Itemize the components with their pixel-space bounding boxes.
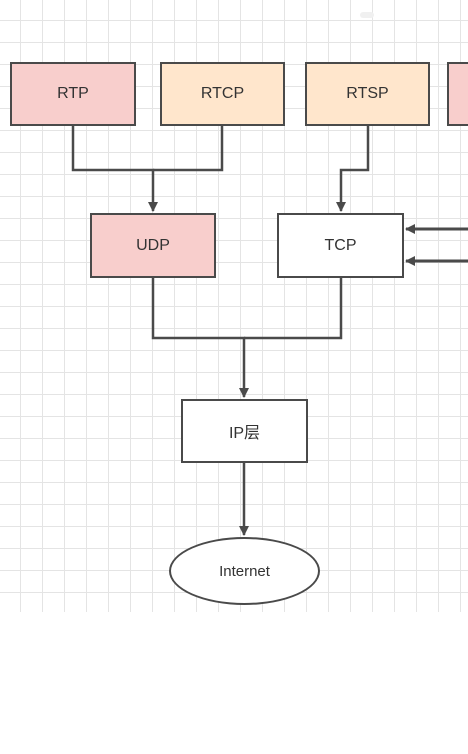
node-tcp-label: TCP [324,236,357,254]
node-internet-label: Internet [219,562,270,580]
node-tcp: TCP [277,213,404,278]
node-udp: UDP [90,213,216,278]
node-rtsp: RTSP [305,62,430,126]
edge-rtp-udp [71,126,158,212]
diagram-canvas: RTP RTCP RTSP UDP TCP IP层 Internet [0,0,468,612]
node-ip: IP层 [181,399,308,463]
node-udp-label: UDP [136,236,170,254]
node-rtcp-label: RTCP [200,85,245,102]
connector-layer [71,126,468,536]
blank-area [0,612,468,754]
node-rtcp: RTCP [160,62,285,126]
edge-rtcp-udp [153,126,224,172]
node-rtp: RTP [10,62,136,126]
node-internet: Internet [169,537,320,605]
edge-rtsp-tcp [336,126,370,212]
node-rtsp-label: RTSP [346,85,389,102]
node-rtp-label: RTP [57,85,89,102]
node-partial-right [447,62,468,126]
edge-tcp-ip [244,278,343,340]
faint-mark [360,12,374,18]
node-ip-label: IP层 [228,425,261,442]
edge-udp-ip [151,278,249,398]
